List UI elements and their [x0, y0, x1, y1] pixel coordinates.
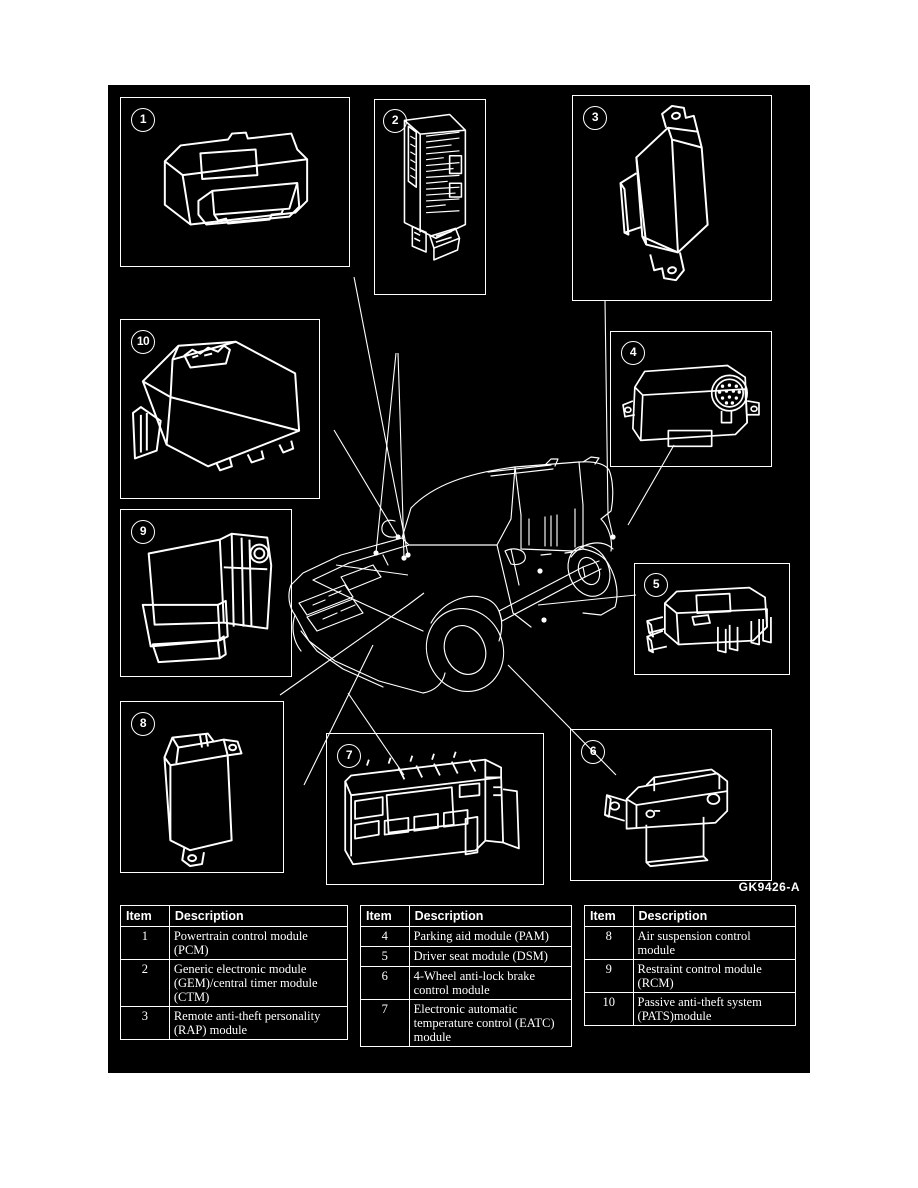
module-art-dsm — [635, 564, 789, 674]
header-item: Item — [360, 905, 410, 927]
callout-box-5: 5 — [634, 563, 790, 675]
callout-box-1: 1 — [120, 97, 350, 267]
legend-table-1: Item Description 1 Powertrain control mo… — [120, 905, 349, 1040]
module-art-pam — [611, 332, 771, 466]
table-row: 3 Remote anti-theft personality (RAP) mo… — [120, 1006, 349, 1040]
module-art-air-suspension — [121, 702, 283, 872]
table-row: 10 Passive anti-theft system (PATS)modul… — [584, 992, 797, 1026]
callout-number-2: 2 — [383, 109, 407, 133]
module-art-rap — [573, 96, 771, 300]
header-description: Description — [168, 905, 349, 927]
cell-item: 1 — [120, 926, 170, 960]
table-row: 9 Restraint control module (RCM) — [584, 959, 797, 993]
cell-item: 2 — [120, 959, 170, 1007]
cell-description: Restraint control module (RCM) — [632, 959, 797, 993]
callout-box-2: 2 — [374, 99, 486, 295]
module-art-abs — [571, 730, 771, 880]
callout-box-3: 3 — [572, 95, 772, 301]
table-header-row: Item Description — [360, 905, 573, 927]
callout-box-7: 7 — [326, 733, 544, 885]
cell-description: Parking aid module (PAM) — [408, 926, 573, 947]
callout-number-10: 10 — [131, 330, 155, 354]
cell-item: 4 — [360, 926, 410, 947]
callout-box-8: 8 — [120, 701, 284, 873]
callout-number-8: 8 — [131, 712, 155, 736]
table-row: 2 Generic electronic module (GEM)/centra… — [120, 959, 349, 1007]
cell-description: Air suspension control module — [632, 926, 797, 960]
suv-line-art — [288, 456, 618, 694]
cell-description: Electronic automatic temperature control… — [408, 999, 573, 1047]
table-row: 4 Parking aid module (PAM) — [360, 926, 573, 947]
module-art-gem — [375, 100, 485, 294]
figure-code: GK9426-A — [738, 880, 800, 894]
callout-number-7: 7 — [337, 744, 361, 768]
cell-item: 10 — [584, 992, 634, 1026]
table-row: 6 4-Wheel anti-lock brake control module — [360, 966, 573, 1000]
header-description: Description — [408, 905, 573, 927]
module-art-eatc — [327, 734, 543, 884]
callout-box-4: 4 — [610, 331, 772, 467]
illustration-panel: 1 2 — [108, 85, 810, 1073]
table-row: 8 Air suspension control module — [584, 926, 797, 960]
cell-description: Generic electronic module (GEM)/central … — [168, 959, 349, 1007]
cell-description: Driver seat module (DSM) — [408, 946, 573, 967]
cell-description: Passive anti-theft system (PATS)module — [632, 992, 797, 1026]
callout-box-9: 9 — [120, 509, 292, 677]
table-row: 5 Driver seat module (DSM) — [360, 946, 573, 967]
cell-item: 5 — [360, 946, 410, 967]
legend-table-3: Item Description 8 Air suspension contro… — [584, 905, 797, 1026]
module-art-rcm — [121, 510, 291, 676]
cell-item: 8 — [584, 926, 634, 960]
table-row: 1 Powertrain control module (PCM) — [120, 926, 349, 960]
module-art-pats — [121, 320, 319, 498]
cell-item: 7 — [360, 999, 410, 1047]
callout-box-10: 10 — [120, 319, 320, 499]
callout-box-6: 6 — [570, 729, 772, 881]
cell-description: Powertrain control module (PCM) — [168, 926, 349, 960]
callout-number-1: 1 — [131, 108, 155, 132]
callout-number-4: 4 — [621, 341, 645, 365]
module-art-pcm — [121, 98, 349, 266]
callout-number-6: 6 — [581, 740, 605, 764]
callout-number-9: 9 — [131, 520, 155, 544]
vehicle-illustration — [283, 445, 643, 705]
table-header-row: Item Description — [120, 905, 349, 927]
callout-number-5: 5 — [644, 573, 668, 597]
legend-table-2: Item Description 4 Parking aid module (P… — [360, 905, 573, 1047]
cell-item: 9 — [584, 959, 634, 993]
legend-tables: Item Description 1 Powertrain control mo… — [120, 905, 798, 1065]
cell-description: 4-Wheel anti-lock brake control module — [408, 966, 573, 1000]
header-item: Item — [584, 905, 634, 927]
header-description: Description — [632, 905, 797, 927]
table-header-row: Item Description — [584, 905, 797, 927]
header-item: Item — [120, 905, 170, 927]
callout-number-3: 3 — [583, 106, 607, 130]
cell-item: 3 — [120, 1006, 170, 1040]
cell-item: 6 — [360, 966, 410, 1000]
table-row: 7 Electronic automatic temperature contr… — [360, 999, 573, 1047]
cell-description: Remote anti-theft personality (RAP) modu… — [168, 1006, 349, 1040]
